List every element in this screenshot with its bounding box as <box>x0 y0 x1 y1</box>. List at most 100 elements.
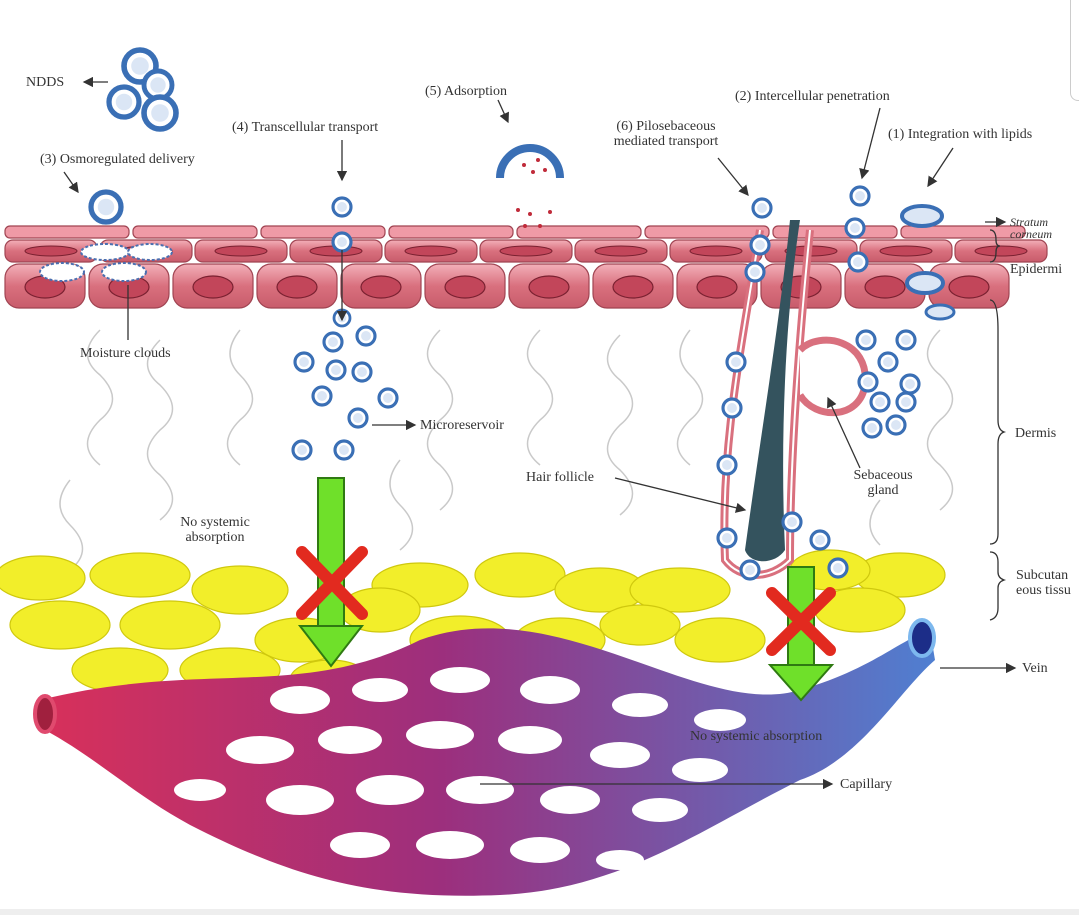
nanoparticles <box>88 47 956 581</box>
penetration-particle <box>827 557 849 579</box>
penetration-particle <box>744 261 766 283</box>
cell-nucleus <box>612 275 654 299</box>
moisture-cloud <box>39 262 85 282</box>
capillary-gap <box>318 726 382 754</box>
cell-nucleus <box>444 275 486 299</box>
stratum-cell <box>900 225 1026 239</box>
label-pilosebaceous: (6) Pilosebaceous mediated transport <box>596 119 736 149</box>
penetration-particle <box>847 251 869 273</box>
fat-cell <box>119 600 221 650</box>
lipid-vesicle <box>924 303 956 321</box>
fat-cell <box>599 604 681 646</box>
cell-nucleus <box>879 245 933 257</box>
capillary-gap <box>498 726 562 754</box>
cell-nucleus <box>24 245 78 257</box>
cell-nucleus <box>192 275 234 299</box>
capillary-gap <box>226 736 294 764</box>
label-no-systemic-bottom: No systemic absorption <box>690 729 823 744</box>
ndds-particle <box>141 94 179 132</box>
microreservoir-particle <box>293 351 315 373</box>
cell-nucleus <box>276 275 318 299</box>
fat-cell <box>191 565 289 615</box>
capillary-gap <box>352 678 408 702</box>
label-adsorption: (5) Adsorption <box>425 84 508 99</box>
capillary-gap <box>356 775 424 805</box>
microreservoir-particle <box>325 359 347 381</box>
microreservoir-particle <box>377 387 399 409</box>
label-no-systemic-left: No systemic absorption <box>160 515 270 545</box>
label-stratum-corneum: Stratum corneum <box>1010 216 1052 240</box>
label-integration: (1) Integration with lipids <box>888 127 1033 142</box>
label-subcut-line2: eous tissu <box>1016 583 1071 598</box>
stratum-cell <box>260 225 386 239</box>
label-sebaceous-line2: gland <box>867 483 899 498</box>
penetration-particle <box>739 559 761 581</box>
capillary-gap <box>672 758 728 782</box>
capillary-gap <box>520 676 580 704</box>
lipid-vesicle <box>900 204 944 228</box>
dermis-particle <box>899 373 921 395</box>
capillary-gap <box>590 742 650 768</box>
label-sebaceous-gland: Sebaceous gland <box>848 468 918 498</box>
label-no-systemic-line1: No systemic <box>180 515 250 530</box>
dermis-particle <box>855 329 877 351</box>
dermis-particle <box>869 391 891 413</box>
label-hair-follicle: Hair follicle <box>526 470 595 485</box>
nanoparticle <box>331 196 353 218</box>
capillary-gap <box>612 693 668 717</box>
label-capillary: Capillary <box>840 777 893 792</box>
skin-cell-layers <box>4 225 1048 309</box>
capillary-gap <box>510 837 570 863</box>
label-pilosebaceous-line2: mediated transport <box>613 134 719 149</box>
microreservoir-particle <box>347 407 369 429</box>
left-blocked-arrow <box>296 477 368 668</box>
fat-cell <box>474 552 566 598</box>
label-no-systemic-line2: absorption <box>185 530 245 545</box>
screen-bottom-bar <box>0 909 1079 915</box>
dermis-particle <box>895 329 917 351</box>
capillary-gap <box>694 709 746 731</box>
screen-edge <box>1070 0 1079 101</box>
capillary-gap <box>266 785 334 815</box>
penetration-particle <box>751 197 773 219</box>
dermis-particle <box>877 351 899 373</box>
cell-nucleus <box>948 275 990 299</box>
drug-dot <box>538 224 542 228</box>
drug-dot <box>536 158 540 162</box>
stratum-cell <box>132 225 258 239</box>
fat-cell <box>674 617 766 663</box>
adsorption-particle <box>496 144 564 179</box>
dermis-particle <box>857 371 879 393</box>
label-subcut-line1: Subcutan <box>1016 568 1069 583</box>
lipid-vesicle <box>905 271 945 295</box>
stratum-cell <box>772 225 898 239</box>
moisture-cloud <box>127 243 173 261</box>
blood-vessels <box>33 618 936 896</box>
stratum-cell <box>388 225 514 239</box>
cell-nucleus <box>360 275 402 299</box>
capillary-gap <box>540 786 600 814</box>
drug-dot <box>548 210 552 214</box>
cell-nucleus <box>404 245 458 257</box>
label-transcellular: (4) Transcellular transport <box>232 120 379 135</box>
label-moisture-clouds: Moisture clouds <box>80 346 171 361</box>
label-stratum-line2: corneum <box>1010 227 1052 241</box>
microreservoir-particle <box>291 439 313 461</box>
capillary-gap <box>330 832 390 858</box>
label-osmoregulated: (3) Osmoregulated delivery <box>40 152 195 167</box>
nanoparticle <box>331 231 353 253</box>
moisture-cloud <box>101 262 147 282</box>
moisture-cloud <box>80 243 130 261</box>
stratum-cell <box>644 225 770 239</box>
penetration-particle <box>781 511 803 533</box>
fat-cell <box>629 567 731 613</box>
nanoparticle <box>88 189 124 225</box>
cell-nucleus <box>696 275 738 299</box>
dermis-fibers <box>59 329 954 571</box>
cell-nucleus <box>528 275 570 299</box>
drug-dot <box>528 212 532 216</box>
cell-nucleus <box>974 245 1028 257</box>
microreservoir-particle <box>355 325 377 347</box>
